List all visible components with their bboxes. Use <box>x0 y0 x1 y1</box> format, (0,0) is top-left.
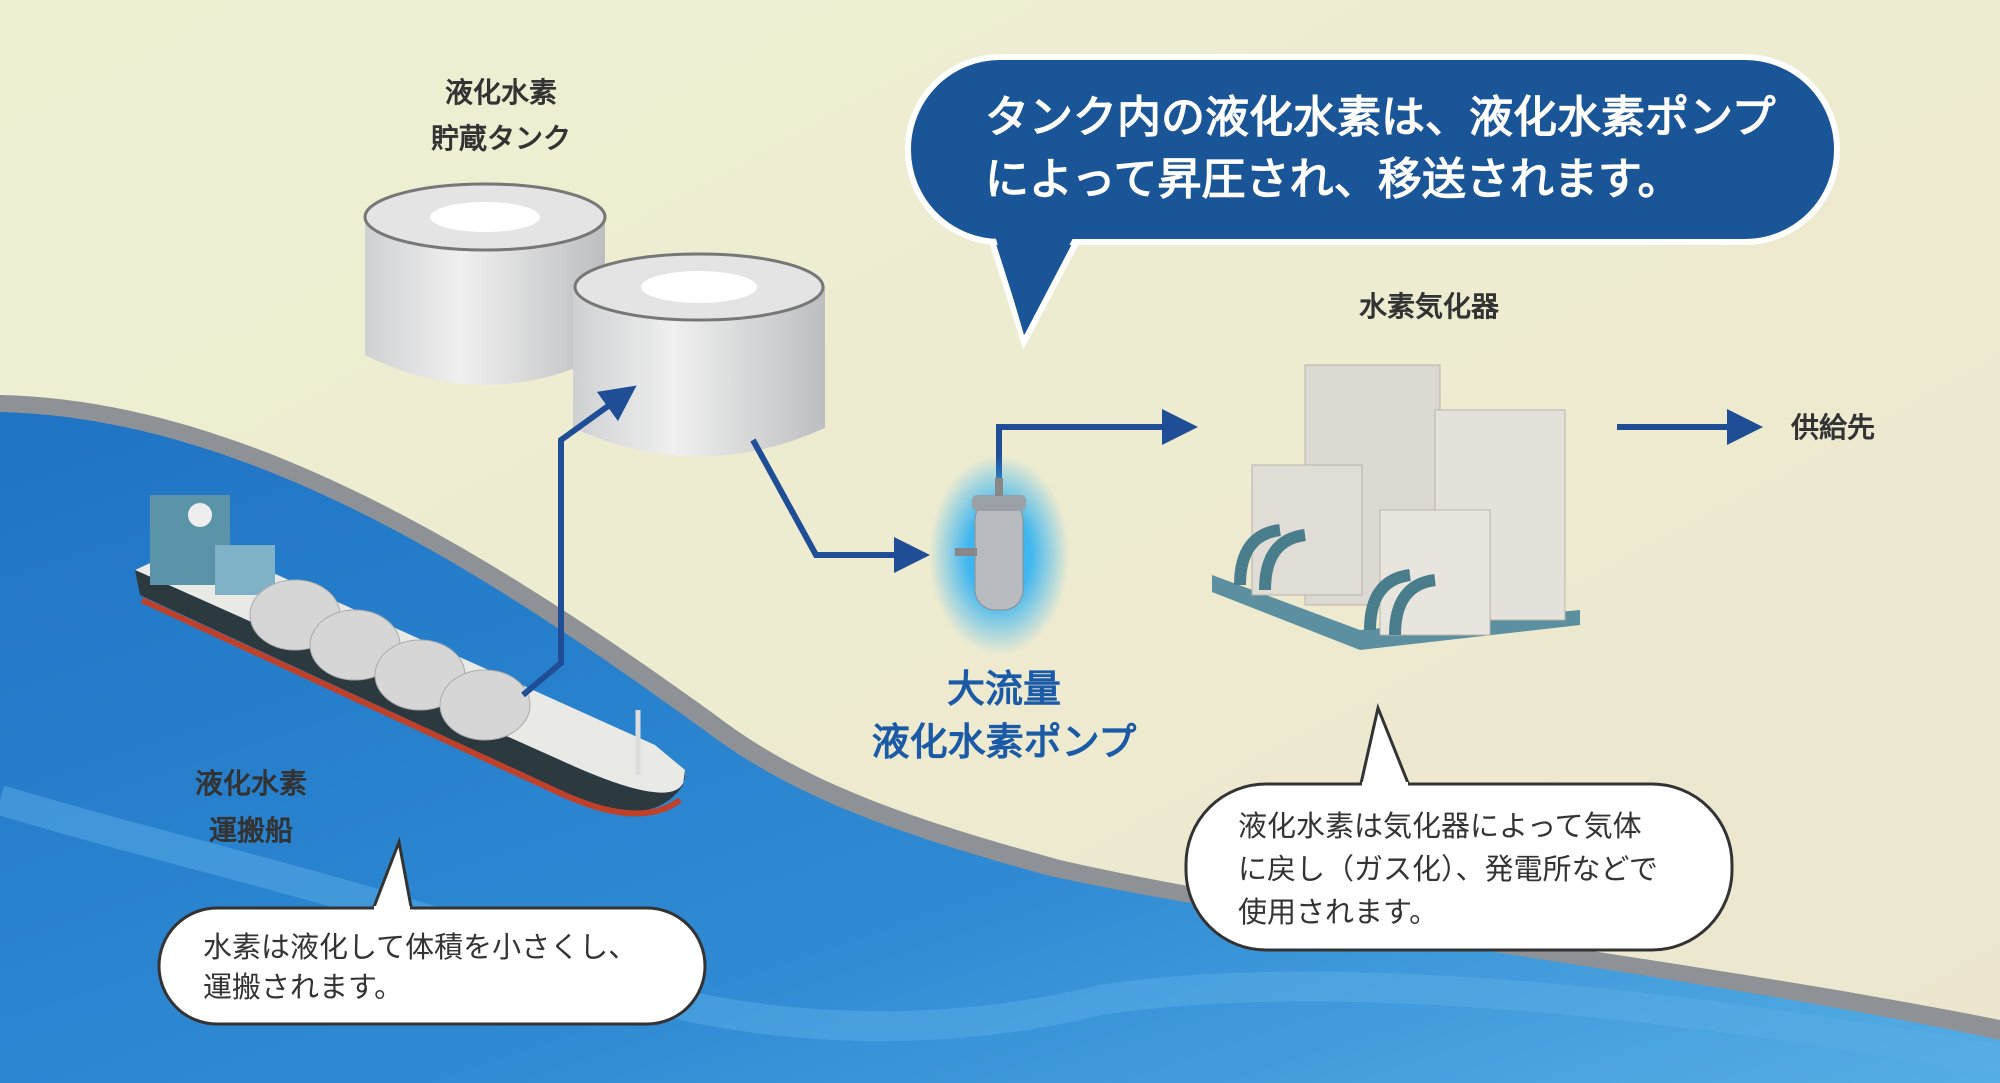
pump-label-line2: 液化水素ポンプ <box>872 720 1137 764</box>
main-callout-line2: によって昇圧され、移送されます。 <box>985 154 1682 205</box>
flow-arrow-ship-to-tank <box>521 385 637 698</box>
flow-arrow-tank-to-pump <box>750 438 930 573</box>
ship-note-line2: 運搬されます。 <box>203 970 403 1004</box>
ship-label-line1: 液化水素 <box>195 767 307 800</box>
ship-label-line2: 運搬船 <box>209 814 293 847</box>
vaporizer-note-line1: 液化水素は気化器によって気体 <box>1238 809 1642 843</box>
main-callout: タンク内の液化水素は、液化水素ポンプ によって昇圧され、移送されます。 <box>905 54 1840 350</box>
storage-tank <box>363 182 825 457</box>
pump <box>929 455 1069 655</box>
ship-note-callout: 水素は液化して体積を小さくし、 運搬されます。 <box>157 836 707 1026</box>
destination-label: 供給先 <box>1790 411 1875 444</box>
lh2-carrier-ship <box>135 495 686 817</box>
vaporizer-note-line2: に戻し（ガス化）、発電所などで <box>1238 852 1658 886</box>
vaporizer-note-line3: 使用されます。 <box>1238 895 1438 929</box>
vaporizer-plant <box>1212 364 1580 650</box>
ship-note-line1: 水素は液化して体積を小さくし、 <box>203 930 637 964</box>
pump-label-line1: 大流量 <box>947 667 1061 711</box>
wave <box>0 785 2000 1075</box>
tank-label-line1: 液化水素 <box>445 76 557 109</box>
vaporizer-note-callout: 液化水素は気化器によって気体 に戻し（ガス化）、発電所などで 使用されます。 <box>1184 702 1734 952</box>
vaporizer-label: 水素気化器 <box>1359 290 1500 323</box>
tank-label-line2: 貯蔵タンク <box>431 122 571 155</box>
main-callout-line1: タンク内の液化水素は、液化水素ポンプ <box>985 92 1776 143</box>
